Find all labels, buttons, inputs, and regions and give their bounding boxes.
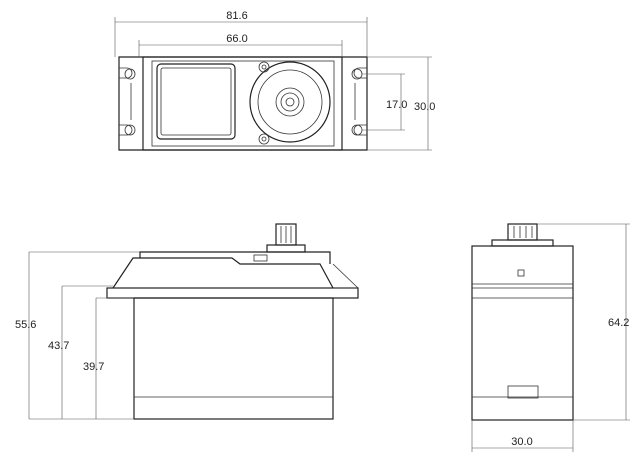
dim-side-total-label: 64.2 [608,317,629,329]
output-hub-gear [275,87,305,117]
top-view-label-window-inner [160,67,232,136]
dim-front-total-label: 55.6 [15,319,36,331]
dim-front-mount-label: 43.7 [48,340,69,352]
side-connector-tab [507,385,539,399]
top-screw-boss-upper [258,61,270,73]
output-hub-spline [280,92,300,112]
mount-hole-right-lower [351,124,363,136]
front-lower-case [133,297,334,420]
side-hub-base [491,239,554,247]
output-hub-ring [257,69,323,135]
top-right-slot-upper [353,67,367,79]
front-mount-flange [106,287,359,299]
top-screw-boss-upper-center [261,64,267,70]
side-output-spline [507,223,538,241]
front-wire-tab [253,254,268,262]
top-screw-boss-lower-center [261,136,267,142]
top-view-label-window [156,63,236,140]
front-flange-right-taper [332,263,359,289]
output-hub-screw [285,97,295,107]
dim-front-body-label: 39.7 [83,361,104,373]
front-output-spline [275,223,297,246]
top-left-slot-lower [119,124,133,136]
dim-hole-spacing-label: 66.0 [226,33,247,45]
side-view: 64.2 30.0 [471,223,630,452]
top-view-body [142,56,343,151]
top-screw-boss-lower [258,133,270,145]
front-view: 55.6 43.7 39.7 [15,223,359,420]
top-view-inner-body [151,60,335,147]
front-top-case [112,257,334,289]
side-top-screw [517,269,525,277]
front-hub-base [266,244,306,253]
side-case [471,245,574,421]
dim-hole-vertical-label: 17.0 [386,99,407,111]
dim-side-width-label: 30.0 [511,436,532,448]
dim-top-depth-label: 30.0 [414,101,435,113]
top-view: 81.6 66.0 17.0 30.0 [114,10,435,151]
mount-hole-left-lower [124,124,136,136]
front-top-cap [139,251,331,264]
output-hub-outer [249,61,331,143]
mount-hole-left-upper [124,68,136,80]
dim-overall-width-label: 81.6 [226,10,247,22]
